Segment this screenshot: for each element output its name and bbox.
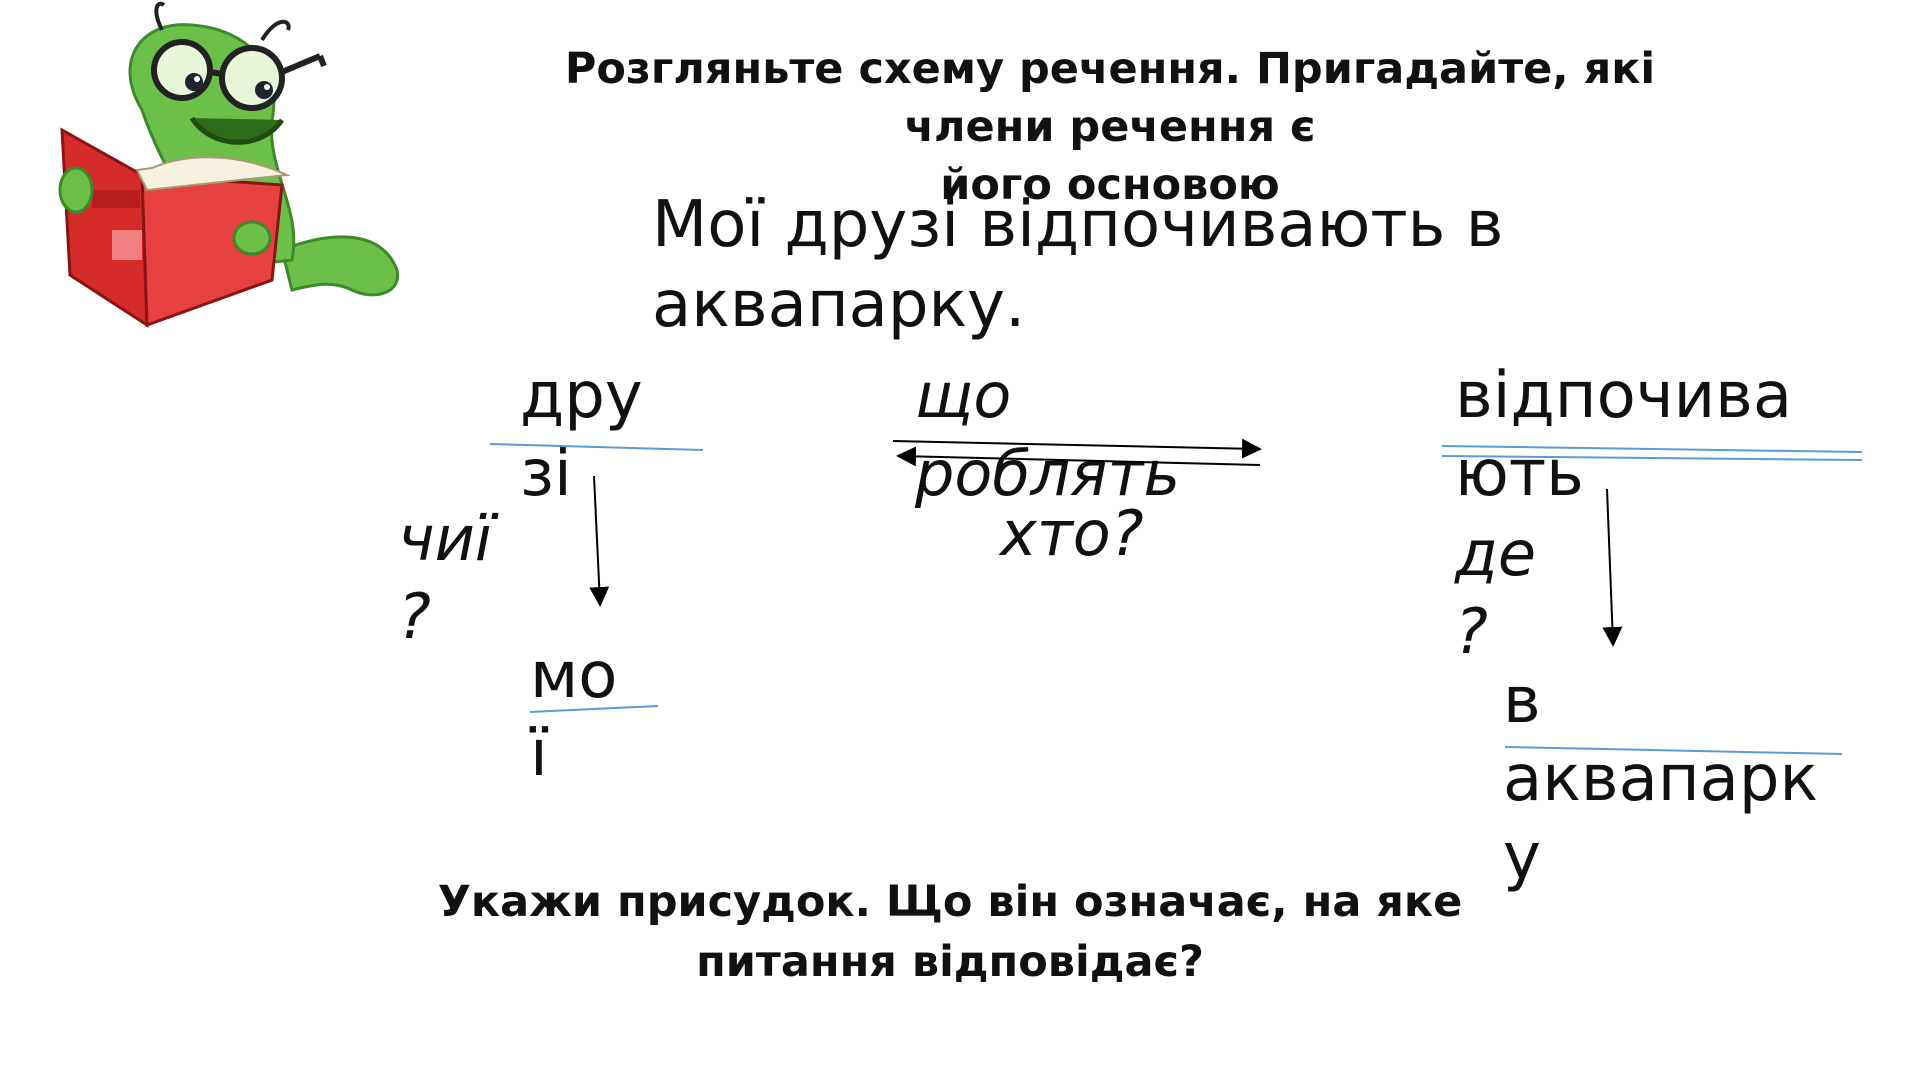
- task-title-line-1: Розгляньте схему речення. Пригадайте, як…: [564, 44, 1656, 94]
- task-title-line-3: його основою: [940, 160, 1280, 210]
- bookworm-illustration: [58, 1, 399, 328]
- question-who: хто?: [1000, 497, 1144, 570]
- predicate-word: відпочива ють: [1455, 359, 1793, 511]
- question-whose: чиї ?: [398, 502, 493, 653]
- question-what-do: що роблять: [915, 359, 1181, 510]
- task-title-line-2: члени речення є: [904, 102, 1316, 152]
- adverbial-word: в аквапарк у: [1503, 664, 1819, 894]
- bottom-question-line-2: питання відповідає?: [696, 937, 1204, 987]
- attribute-word: мо ї: [530, 639, 618, 791]
- subject-word: дру зі: [520, 359, 643, 511]
- bottom-question-line-1: Укажи присудок. Що він означає, на яке: [437, 877, 1463, 927]
- question-where: де ?: [1455, 517, 1537, 668]
- example-sentence: Мої друзі відпочивають в аквапарку.: [652, 188, 1504, 342]
- task-title: Розгляньте схему речення. Пригадайте, як…: [460, 40, 1760, 214]
- bottom-question: Укажи присудок. Що він означає, на яке п…: [300, 872, 1600, 992]
